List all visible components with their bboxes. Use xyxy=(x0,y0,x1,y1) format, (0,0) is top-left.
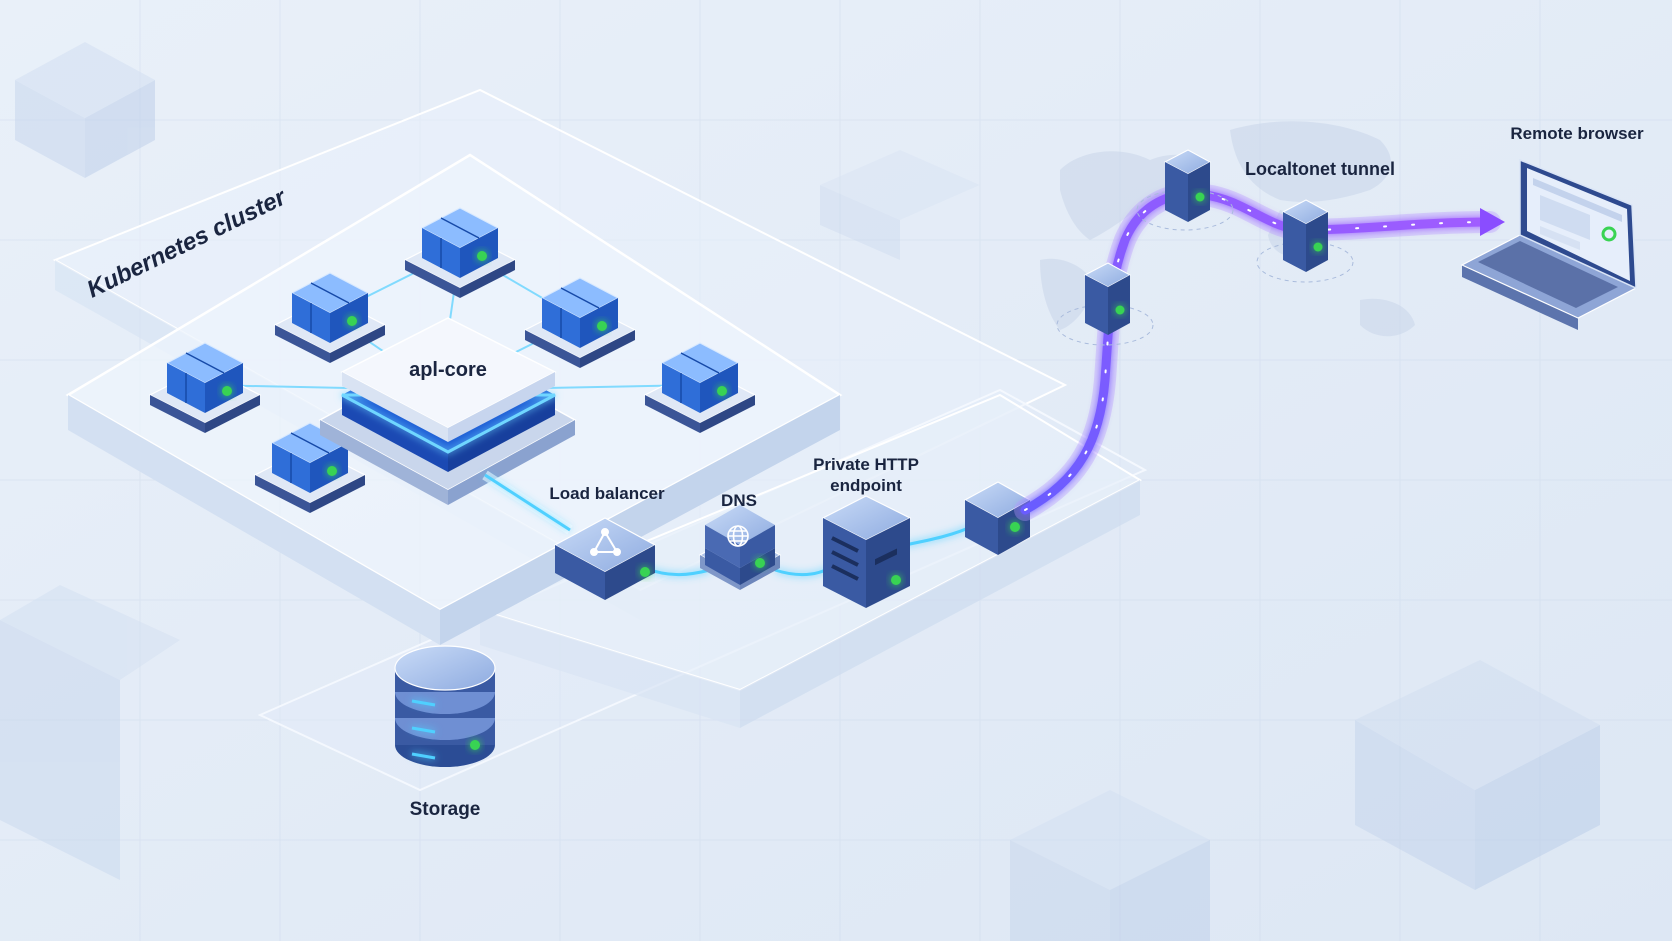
status-light xyxy=(222,386,232,396)
edge-node[interactable] xyxy=(963,481,1032,555)
decorative-cube xyxy=(820,150,980,260)
load-balancer-label: Load balancer xyxy=(549,484,665,503)
worker-node[interactable] xyxy=(253,422,367,513)
remote-browser-label: Remote browser xyxy=(1510,124,1644,143)
status-light xyxy=(1601,226,1617,242)
status-light xyxy=(717,386,727,396)
status-light xyxy=(477,251,487,261)
private-endpoint-label-line1: Private HTTP xyxy=(813,455,919,474)
private-endpoint-node[interactable] xyxy=(821,495,912,608)
core-to-lb-link xyxy=(482,470,573,535)
database-icon xyxy=(411,699,436,760)
apl-core-label: apl-core xyxy=(409,359,487,381)
status-light xyxy=(1010,522,1020,532)
status-light xyxy=(755,558,765,568)
status-light xyxy=(891,575,901,585)
dns-node[interactable] xyxy=(698,505,782,590)
worker-node[interactable] xyxy=(523,277,637,368)
status-light xyxy=(640,567,650,577)
tunnel-arrowhead xyxy=(1480,208,1505,236)
status-light xyxy=(1195,192,1205,202)
server-slots xyxy=(831,536,859,581)
globe-icon xyxy=(727,525,749,547)
status-light xyxy=(1115,305,1125,315)
dns-label: DNS xyxy=(721,491,757,510)
decorative-cube xyxy=(15,42,155,178)
right-platform xyxy=(477,393,1143,728)
status-light xyxy=(327,466,337,476)
storage-label: Storage xyxy=(410,799,481,820)
localtonet-tunnel-path xyxy=(1014,183,1505,521)
worker-node[interactable] xyxy=(643,342,757,433)
load-balancer-node[interactable] xyxy=(553,517,657,600)
private-endpoint-label-line2: endpoint xyxy=(830,476,902,495)
tunnel-label: Localtonet tunnel xyxy=(1245,159,1395,179)
status-light xyxy=(347,316,357,326)
laptop-icon[interactable] xyxy=(1460,158,1638,330)
network-share-icon xyxy=(590,528,621,556)
worker-node[interactable] xyxy=(403,207,517,298)
decorative-cube xyxy=(1355,660,1600,890)
status-light xyxy=(597,321,607,331)
decorative-cube xyxy=(0,585,180,880)
status-light xyxy=(470,740,480,750)
worker-nodes xyxy=(148,207,757,513)
relay-server[interactable] xyxy=(1056,262,1154,346)
worker-node[interactable] xyxy=(273,272,387,363)
decorative-cube xyxy=(1010,790,1210,941)
status-light xyxy=(1313,242,1323,252)
apl-core-node[interactable]: apl-core xyxy=(318,317,577,505)
relay-server[interactable] xyxy=(1136,149,1234,231)
relay-server[interactable] xyxy=(1256,199,1354,283)
worker-node[interactable] xyxy=(148,342,262,433)
storage-node[interactable] xyxy=(394,645,496,767)
